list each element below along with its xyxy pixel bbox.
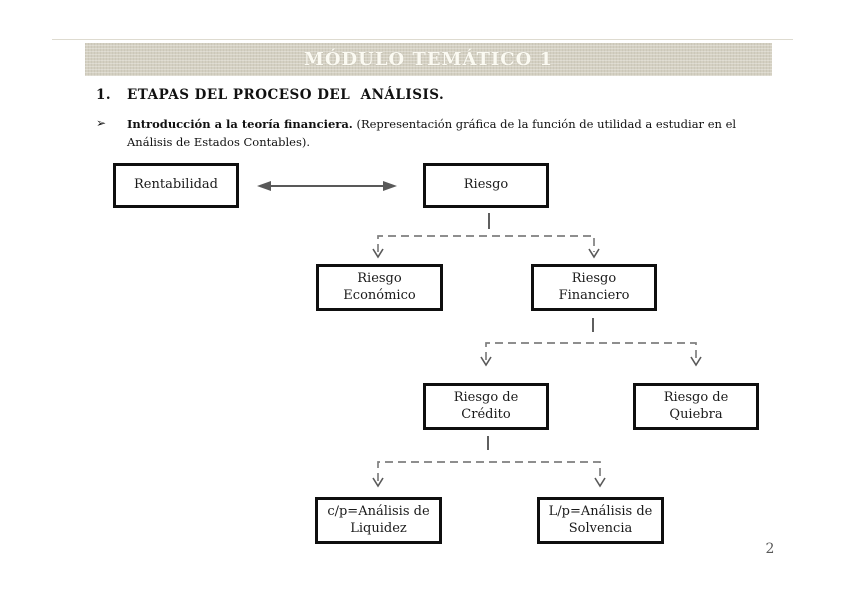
banner-title: MÓDULO TEMÁTICO 1 — [303, 49, 554, 70]
arrowhead-right-icon — [383, 181, 397, 191]
node-analisis-liquidez: c/p=Análisis de Liquidez — [315, 497, 442, 544]
connector-riesgo-branches — [372, 213, 600, 259]
arrowhead-down-icon — [480, 356, 492, 367]
node-riesgo-financiero: Riesgo Financiero — [531, 264, 657, 311]
top-rule — [52, 39, 793, 40]
page-number: 2 — [765, 541, 775, 557]
node-rentabilidad: Rentabilidad — [113, 163, 239, 208]
bullet-lead: Introducción a la teoría financiera. — [127, 117, 353, 131]
section-heading: 1. ETAPAS DEL PROCESO DEL ANÁLISIS. — [96, 87, 444, 103]
bullet-rest: (Representación gráfica de la función de… — [127, 117, 737, 150]
node-riesgo: Riesgo — [423, 163, 549, 208]
connector-rentabilidad-riesgo — [257, 181, 397, 191]
connector-credito-branches — [372, 436, 606, 488]
node-analisis-solvencia: L/p=Análisis de Solvencia — [537, 497, 664, 544]
connector-financiero-branches — [480, 318, 702, 367]
heading-text: ETAPAS DEL PROCESO DEL ANÁLISIS. — [127, 87, 445, 103]
header-banner: MÓDULO TEMÁTICO 1 — [85, 43, 772, 76]
arrowhead-left-icon — [257, 181, 271, 191]
arrowhead-down-icon — [690, 356, 702, 367]
node-riesgo-credito: Riesgo de Crédito — [423, 383, 549, 430]
arrowhead-down-icon — [372, 477, 384, 488]
arrowhead-down-icon — [594, 477, 606, 488]
arrowhead-down-icon — [372, 248, 384, 259]
bullet-text: Introducción a la teoría financiera. (Re… — [127, 115, 775, 152]
heading-number: 1. — [96, 87, 112, 103]
node-riesgo-quiebra: Riesgo de Quiebra — [633, 383, 759, 430]
arrowhead-down-icon — [588, 248, 600, 259]
bullet-arrow-icon: ➢ — [96, 116, 107, 130]
node-riesgo-economico: Riesgo Económico — [316, 264, 443, 311]
